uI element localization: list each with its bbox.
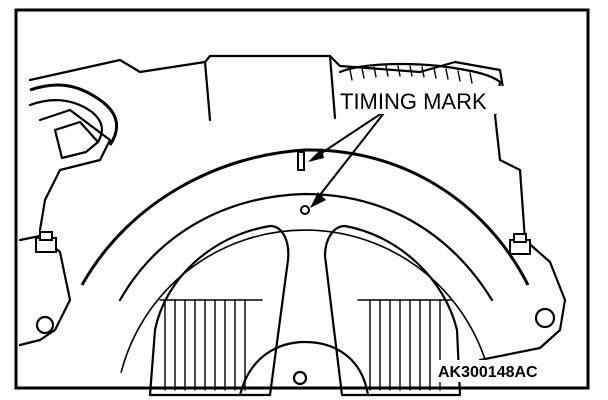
- lower-right-bolt-hole: [534, 307, 556, 329]
- lower-left-bolt-hole: [35, 315, 55, 335]
- engine-housing-top-ridge: [203, 54, 337, 122]
- sprocket-timing-mark: [300, 205, 310, 215]
- ribbed-cap: [338, 62, 502, 108]
- ribbed-cap-ribs: [349, 65, 473, 84]
- hub-center-bolt: [292, 370, 308, 386]
- sprocket-right-window: [323, 224, 462, 397]
- sprocket-teeth: [120, 229, 490, 373]
- figure-code: AK300148AC: [438, 364, 538, 381]
- right-bolt: [509, 233, 531, 255]
- timing-cover-outer-arc: [80, 148, 530, 286]
- figure-code-bg: [436, 360, 564, 382]
- sprocket-hub: [238, 340, 370, 397]
- cover-timing-mark: [297, 151, 305, 171]
- left-bolt: [35, 231, 57, 253]
- figure-frame: [14, 8, 590, 390]
- left-bracket: [38, 108, 112, 232]
- sprocket-root-circle: [120, 229, 490, 373]
- sprocket-left-window: [148, 224, 290, 397]
- callout-label-bg: [336, 86, 508, 114]
- timing-mark-leaders: [308, 112, 385, 208]
- timing-cover-inner-arc: [118, 192, 494, 302]
- right-window-slats: [357, 299, 453, 391]
- timing-mark-label: TIMING MARK: [340, 89, 487, 114]
- left-window-slats: [159, 299, 263, 391]
- left-hose: [29, 83, 119, 146]
- left-bracket-detail: [53, 120, 100, 160]
